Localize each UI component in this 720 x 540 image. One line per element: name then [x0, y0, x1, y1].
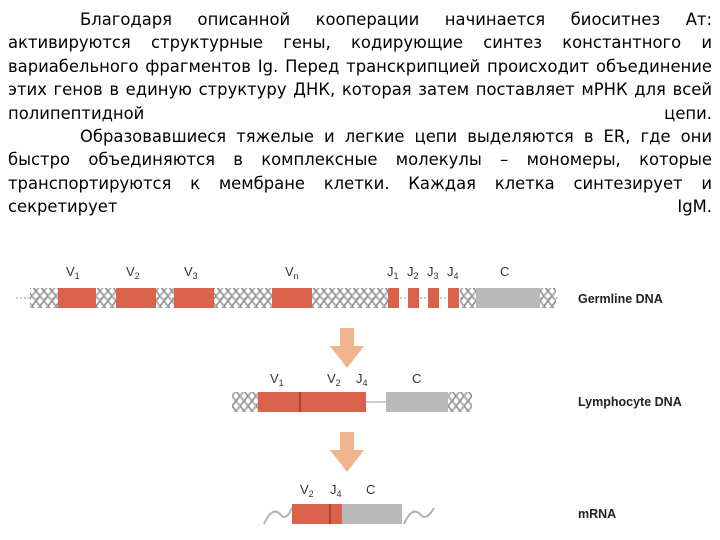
segment-j1 — [388, 288, 399, 308]
segment-v1 — [58, 288, 96, 308]
dna-helix — [30, 288, 58, 308]
lymphocyte-dna-row: V1 V2 J4 C Lymphocyte DNA — [232, 371, 682, 412]
label-j4: J4 — [356, 371, 368, 388]
segment-v3 — [174, 288, 214, 308]
dna-helix — [232, 392, 258, 412]
segment-j2 — [408, 288, 419, 308]
dna-helix — [156, 288, 174, 308]
arrow-down-icon — [330, 328, 364, 368]
dna-helix — [540, 288, 556, 308]
label-v1: V1 — [270, 371, 284, 388]
label-j2: J2 — [407, 264, 419, 281]
segment-v2j4 — [300, 392, 366, 412]
label-j4: J4 — [330, 482, 342, 499]
label-j1: J1 — [387, 264, 399, 281]
label-j3: J3 — [427, 264, 439, 281]
gene-rearrangement-figure: V1 V2 V3 Vn J1 J2 J3 J4 C Germline DNA V… — [0, 256, 720, 540]
arrow-down-icon — [330, 432, 364, 472]
label-c: C — [412, 371, 421, 386]
dna-helix — [96, 288, 116, 308]
mrna-row: V2 J4 C mRNA — [263, 482, 616, 525]
label-v1: V1 — [66, 264, 80, 281]
segment-v2 — [116, 288, 156, 308]
label-j4: J4 — [447, 264, 459, 281]
dna-helix — [460, 288, 476, 308]
segment-c — [342, 504, 402, 524]
segment-c — [476, 288, 540, 308]
label-v2: V2 — [327, 371, 341, 388]
mrna-label: mRNA — [578, 507, 616, 521]
segment-v2j4 — [292, 504, 342, 524]
paragraph-2: Образовавшиеся тяжелые и легкие цепи выд… — [8, 127, 712, 217]
germline-dna-row: V1 V2 V3 Vn J1 J2 J3 J4 C Germline DNA — [16, 264, 663, 308]
dna-helix — [312, 288, 388, 308]
label-v2: V2 — [126, 264, 140, 281]
paragraph-1: Благодаря описанной кооперации начинаетс… — [8, 10, 712, 123]
label-v2: V2 — [300, 482, 314, 499]
dna-helix — [448, 392, 472, 412]
segment-j3 — [428, 288, 439, 308]
segment-j4 — [448, 288, 459, 308]
label-vn: Vn — [285, 264, 299, 281]
label-v3: V3 — [184, 264, 198, 281]
segment-v1 — [258, 392, 300, 412]
label-c: C — [500, 264, 509, 279]
segment-vn — [272, 288, 312, 308]
segment-c — [386, 392, 448, 412]
body-text: Благодаря описанной кооперации начинаетс… — [8, 8, 712, 240]
lymphocyte-dna-label: Lymphocyte DNA — [578, 395, 682, 409]
dna-helix — [214, 288, 272, 308]
germline-dna-label: Germline DNA — [578, 292, 663, 306]
label-c: C — [366, 482, 375, 497]
